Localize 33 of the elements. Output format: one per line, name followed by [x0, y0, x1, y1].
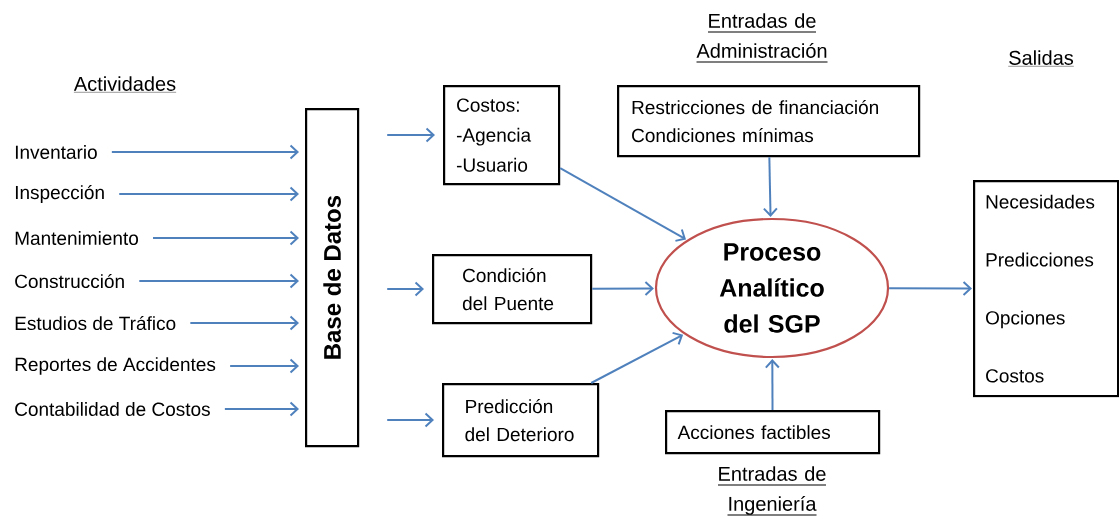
process-box: Restricciones de financiación Condiciones mínimas — [617, 85, 921, 158]
activity-label: Reportes de Accidentes — [15, 357, 216, 375]
arrow — [118, 186, 299, 202]
arrow — [386, 412, 434, 428]
heading: Entradas de Administración — [696, 13, 828, 63]
activity-label: Inspección — [15, 185, 104, 203]
process-box: Acciones factibles — [665, 410, 881, 455]
heading: Salidas — [1008, 50, 1074, 67]
activity-label: Mantenimiento — [15, 231, 138, 245]
arrow — [223, 401, 299, 417]
arrow — [152, 230, 299, 246]
database-box: Base de Datos — [305, 108, 360, 448]
activity-label: Inventario — [15, 145, 97, 159]
process-box: Costos: -Agencia -Usuario — [443, 85, 561, 186]
activity-label: Construcción — [15, 273, 124, 289]
arrow — [764, 359, 780, 411]
arrow — [591, 281, 654, 297]
process-box: Necesidades Predicciones Opciones Costos — [973, 180, 1119, 398]
arrow — [138, 273, 299, 289]
arrow — [189, 315, 299, 331]
process-box: Predicción del Deterioro — [442, 383, 600, 458]
arrow — [590, 331, 684, 384]
arrow — [888, 280, 972, 296]
arrow — [110, 144, 299, 160]
activity-label: Estudios de Tráfico — [15, 315, 176, 331]
arrow — [762, 156, 778, 217]
heading: Actividades — [73, 76, 177, 93]
activity-label: Contabilidad de Costos — [15, 402, 210, 416]
arrow — [559, 167, 686, 242]
arrow — [386, 281, 424, 297]
arrow — [229, 358, 299, 374]
arrow — [386, 127, 435, 143]
process-box: Condición del Puente — [432, 254, 593, 325]
